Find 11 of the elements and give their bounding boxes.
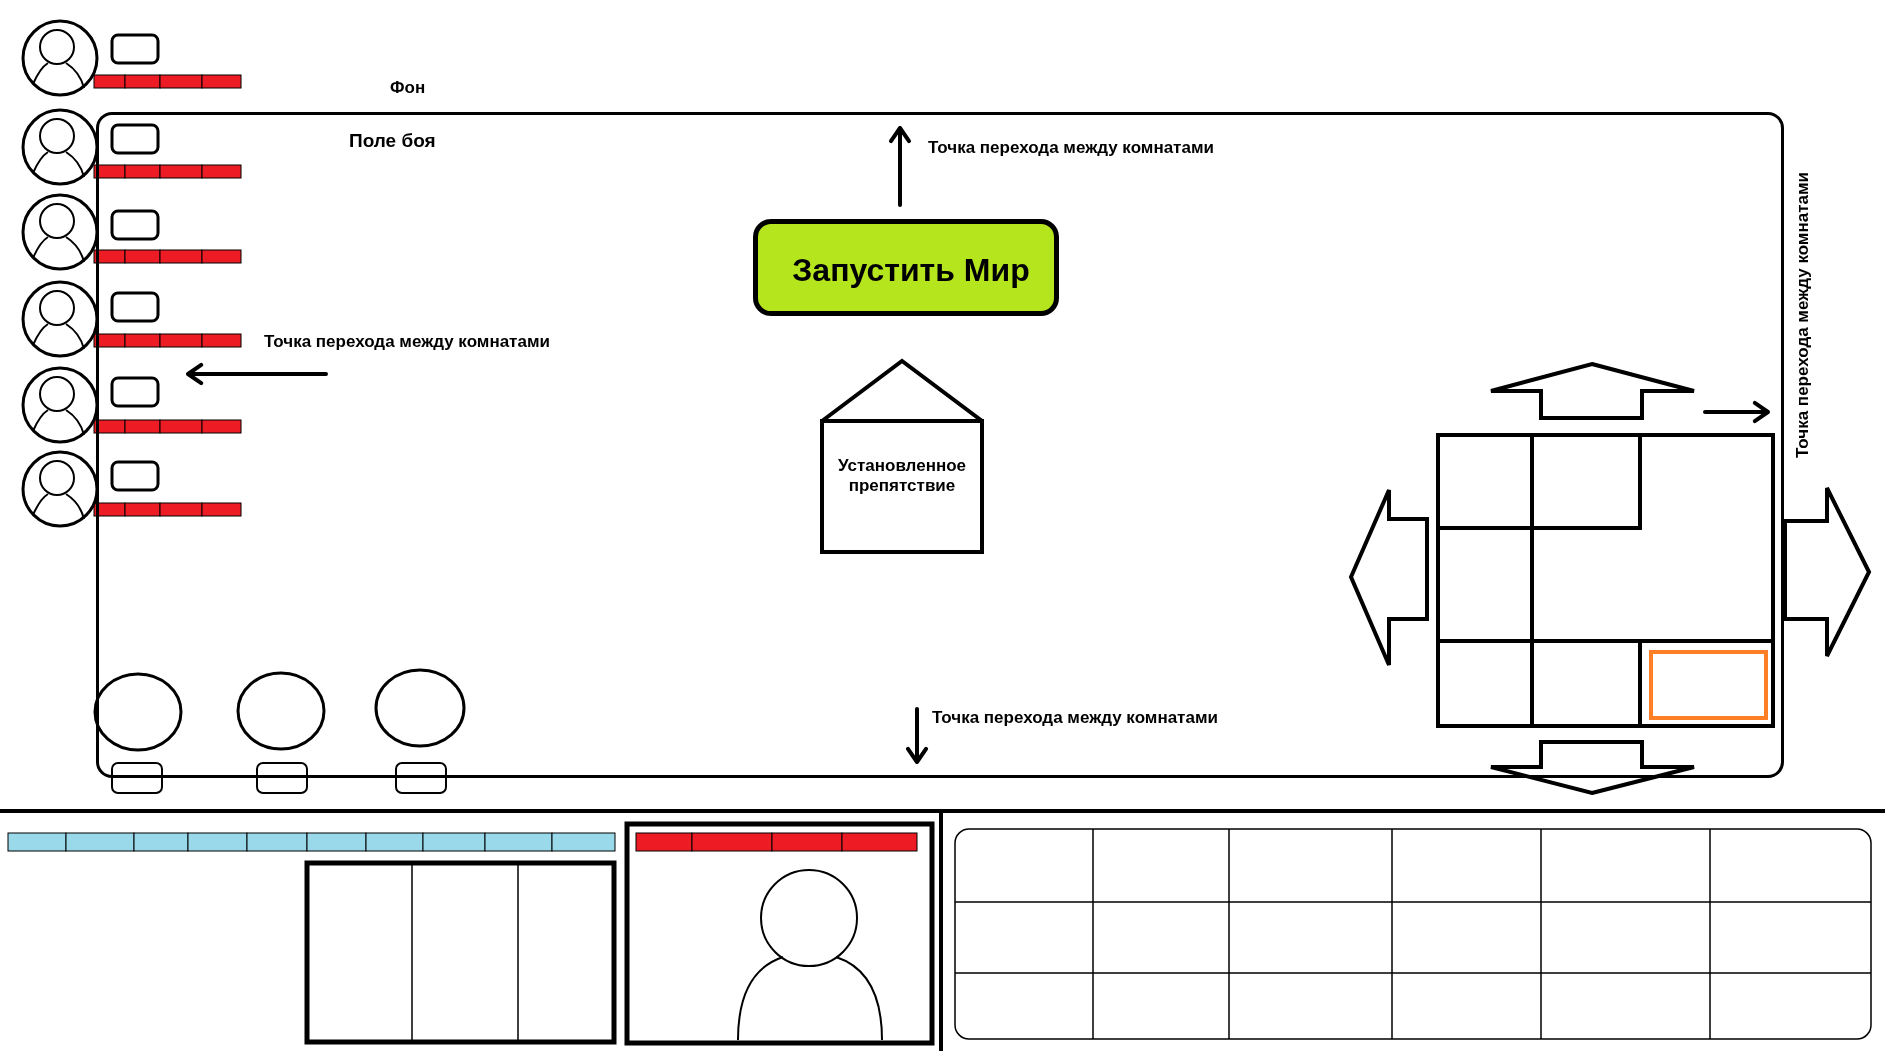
transition-label: Точка перехода между комнатами [1792, 172, 1813, 458]
transition-label: Точка перехода между комнатами [928, 138, 1214, 158]
obstacle-label: Установленное препятствие [837, 456, 967, 496]
button-label: Запустить Мир [791, 252, 1031, 289]
battlefield-frame [96, 112, 1784, 778]
start-button [753, 219, 1059, 316]
area-title: Поле боя [349, 130, 436, 152]
transition-label: Точка перехода между комнатами [932, 708, 1218, 728]
background-label: Фон [390, 78, 426, 98]
obstacle-block [820, 358, 984, 554]
transition-label: Точка перехода между комнатами [264, 332, 550, 352]
